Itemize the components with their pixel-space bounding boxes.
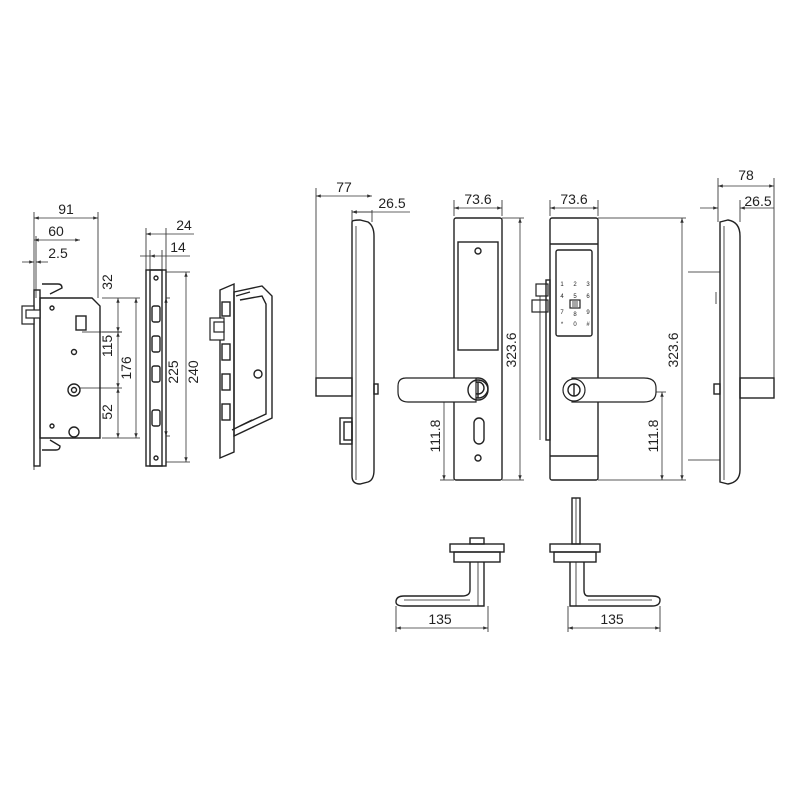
- dim-323-6-outside: 323.6: [503, 332, 519, 367]
- dim-91: 91: [58, 201, 74, 217]
- dim-73-6-outside: 73.6: [464, 191, 491, 207]
- dim-135-right: 135: [600, 611, 624, 627]
- dim-77: 77: [336, 179, 352, 195]
- dim-78: 78: [738, 167, 754, 183]
- dim-225: 225: [165, 360, 181, 384]
- dim-323-6-inside: 323.6: [665, 332, 681, 367]
- keypad-key: 2: [573, 282, 577, 288]
- dim-52: 52: [99, 404, 115, 420]
- dim-2-5: 2.5: [48, 245, 68, 261]
- left-side-profile-view: 77 26.5: [315, 179, 410, 485]
- keypad-key: 5: [573, 294, 577, 300]
- dim-135-left: 135: [428, 611, 452, 627]
- mortise-isometric-view: [209, 282, 273, 460]
- keypad-key: 0: [573, 322, 577, 328]
- keypad-key: 1: [560, 282, 564, 288]
- dim-26-5-right: 26.5: [744, 193, 771, 209]
- keypad-key: 3: [586, 282, 590, 288]
- dim-111-8-outside: 111.8: [427, 419, 443, 452]
- dim-240: 240: [185, 360, 201, 384]
- right-side-profile-view: 78 26.5: [688, 167, 775, 485]
- keypad-key: 4: [560, 294, 564, 300]
- handle-top-view-right: 135: [549, 497, 661, 632]
- keypad-key: 7: [560, 310, 564, 316]
- keypad-key: 9: [586, 310, 590, 316]
- dim-32: 32: [99, 274, 115, 290]
- faceplate-view: 24 14 225 240: [140, 217, 201, 467]
- keypad-key: *: [561, 322, 564, 328]
- dim-24: 24: [176, 217, 192, 233]
- keypad-key: #: [586, 322, 590, 328]
- front-inside-view: 1 2 3 4 5 6 7 8 9 * 0 # 73.6 323.6 111.8: [531, 191, 686, 481]
- dim-14: 14: [170, 239, 186, 255]
- dim-26-5-left: 26.5: [378, 195, 405, 211]
- keypad-key: 6: [586, 294, 590, 300]
- dim-111-8-inside: 111.8: [645, 419, 661, 452]
- mortise-front-view: 91 60 2.5 32 115 176 52: [21, 201, 140, 470]
- keypad-key: 8: [573, 312, 577, 318]
- dim-60: 60: [48, 223, 64, 239]
- handle-top-view-left: 135: [395, 537, 505, 632]
- dim-115: 115: [99, 335, 115, 358]
- dim-73-6-inside: 73.6: [560, 191, 587, 207]
- front-outside-view: 73.6 323.6 111.8: [397, 191, 524, 481]
- dim-176: 176: [118, 356, 134, 380]
